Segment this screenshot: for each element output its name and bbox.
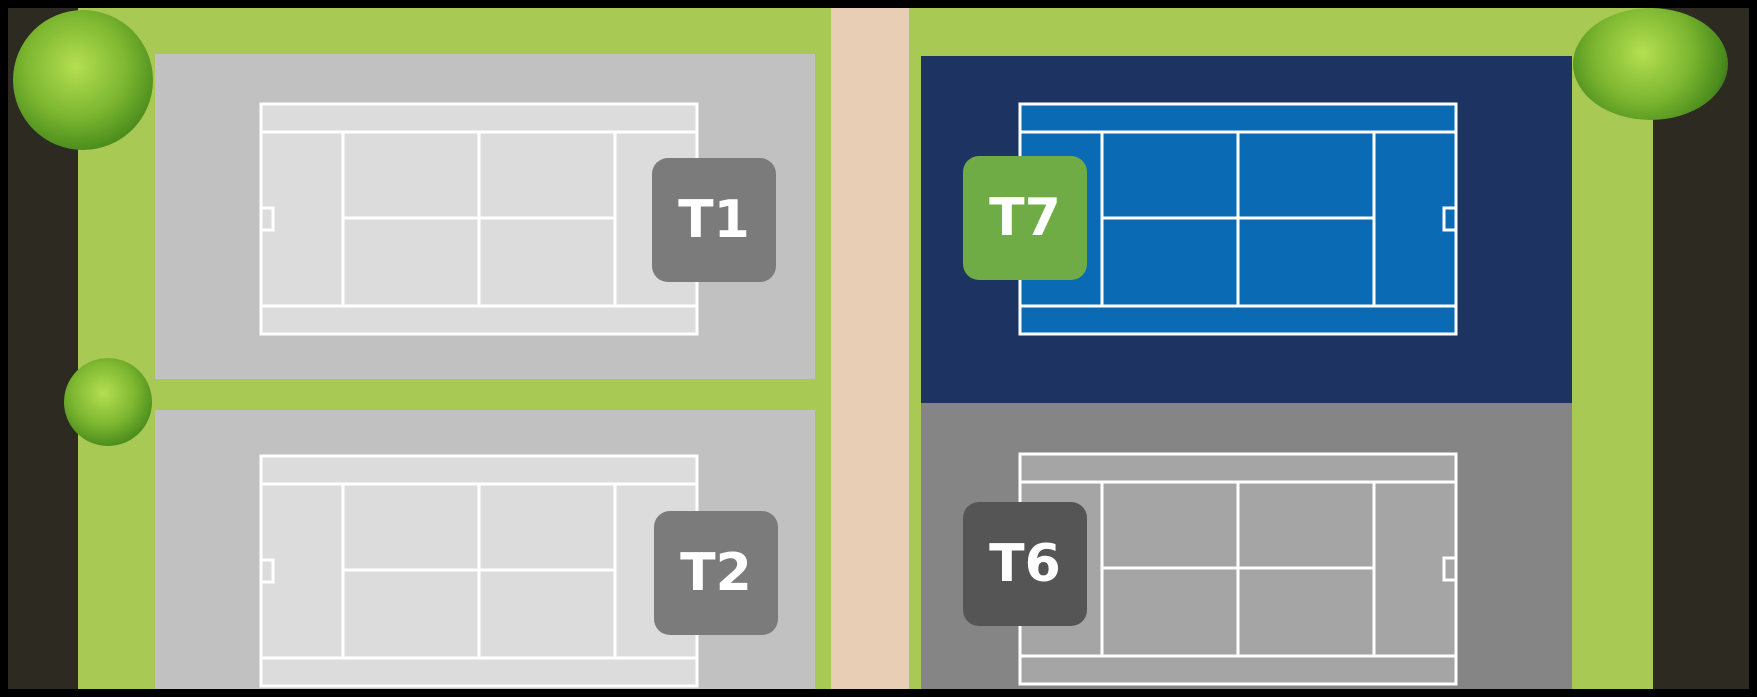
court-t7[interactable] [1018, 102, 1458, 336]
court-badge-t6[interactable]: T6 [963, 502, 1087, 626]
court-t6[interactable] [1018, 452, 1458, 686]
court-t2[interactable] [259, 454, 699, 688]
central-path [831, 8, 909, 689]
court-t1[interactable] [259, 102, 699, 336]
tree-icon [64, 358, 152, 446]
court-badge-t1[interactable]: T1 [652, 158, 776, 282]
court-badge-t7[interactable]: T7 [963, 156, 1087, 280]
road-right [1648, 8, 1749, 689]
tree-icon [13, 10, 153, 150]
court-badge-t2[interactable]: T2 [654, 511, 778, 635]
tree-icon [1573, 8, 1728, 120]
